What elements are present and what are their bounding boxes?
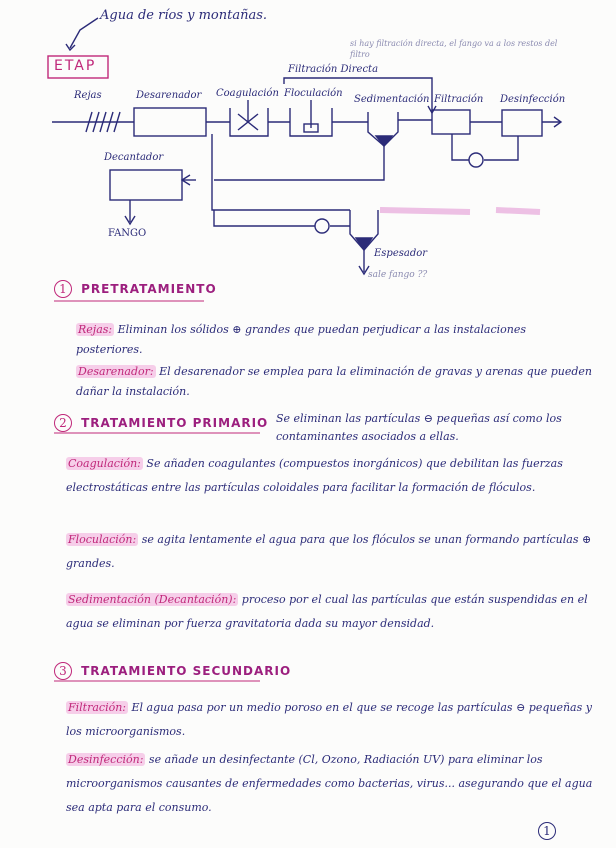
stage-coagulacion: Coagulación xyxy=(216,88,279,99)
section-2-number: 2 xyxy=(54,414,72,432)
filt-term: Filtración: xyxy=(66,701,128,714)
sedim-term: Sedimentación (Decantación): xyxy=(66,593,239,606)
desinf-term: Desinfección: xyxy=(66,753,146,766)
rejas-term: Rejas: xyxy=(76,323,115,336)
item-coagulacion: Coagulación: Se añaden coagulantes (comp… xyxy=(66,452,596,500)
item-desarenador: Desarenador: El desarenador se emplea pa… xyxy=(76,362,596,402)
desarenador-text: El desarenador se emplea para la elimina… xyxy=(76,365,592,398)
section-1-number: 1 xyxy=(54,280,72,298)
floc-term: Floculación: xyxy=(66,533,139,546)
section-2-heading: 2 TRATAMIENTO PRIMARIO xyxy=(54,412,268,432)
section-3-title: TRATAMIENTO SECUNDARIO xyxy=(81,664,292,678)
direct-filtration-label: Filtración Directa xyxy=(288,64,379,75)
espesador-label: Espesador xyxy=(374,248,428,259)
fango-label: FANGO xyxy=(108,228,147,239)
item-filtracion: Filtración: El agua pasa por un medio po… xyxy=(66,696,596,744)
sedim-text: proceso por el cual las partículas que e… xyxy=(66,593,588,630)
section-3-underline xyxy=(54,680,260,682)
diagram-lines xyxy=(47,17,563,276)
item-desinfeccion: Desinfección: se añade un desinfectante … xyxy=(66,748,596,820)
section-3-number: 3 xyxy=(54,662,72,680)
filt-text: El agua pasa por un medio poroso en el q… xyxy=(66,701,592,738)
section-3-heading: 3 TRATAMIENTO SECUNDARIO xyxy=(54,660,291,680)
side-note: si hay filtración directa, el fango va a… xyxy=(350,39,558,59)
section-1-heading: 1 PRETRATAMIENTO xyxy=(54,278,217,298)
rejas-text: Eliminan los sólidos ⊕ grandes que pueda… xyxy=(76,323,527,356)
desinf-text: se añade un desinfectante (Cl, Ozono, Ra… xyxy=(66,753,593,814)
sale-fango-note: sale fango ?? xyxy=(368,270,428,280)
etap-label: ETAP xyxy=(54,58,97,74)
coag-text: Se añaden coagulantes (compuestos inorgá… xyxy=(66,457,563,494)
stage-filtracion: Filtración xyxy=(434,94,484,105)
section-1-underline xyxy=(54,300,204,302)
coag-term: Coagulación: xyxy=(66,457,143,470)
decantador-label: Decantador xyxy=(104,152,164,163)
item-sedimentacion: Sedimentación (Decantación): proceso por… xyxy=(66,588,596,636)
floc-text: se agita lentamente el agua para que los… xyxy=(66,533,592,570)
item-floculacion: Floculación: se agita lentamente el agua… xyxy=(66,528,596,576)
page-number: 1 xyxy=(538,820,560,840)
diagram-top-note: Agua de ríos y montañas. xyxy=(100,8,268,23)
stage-sedimentacion: Sedimentación xyxy=(354,94,430,105)
item-rejas: Rejas: Eliminan los sólidos ⊕ grandes qu… xyxy=(76,320,596,360)
section-2-underline xyxy=(54,432,260,434)
stage-desarenador: Desarenador xyxy=(136,90,202,101)
section-2-intro: Se eliminan las partículas ⊖ pequeñas as… xyxy=(276,412,562,443)
section-2-title: TRATAMIENTO PRIMARIO xyxy=(81,416,269,430)
stage-rejas: Rejas xyxy=(74,90,102,101)
desarenador-term: Desarenador: xyxy=(76,365,156,378)
stage-floculacion: Floculación xyxy=(284,88,343,99)
section-1-title: PRETRATAMIENTO xyxy=(81,282,217,296)
stage-desinfeccion: Desinfección xyxy=(500,94,566,105)
